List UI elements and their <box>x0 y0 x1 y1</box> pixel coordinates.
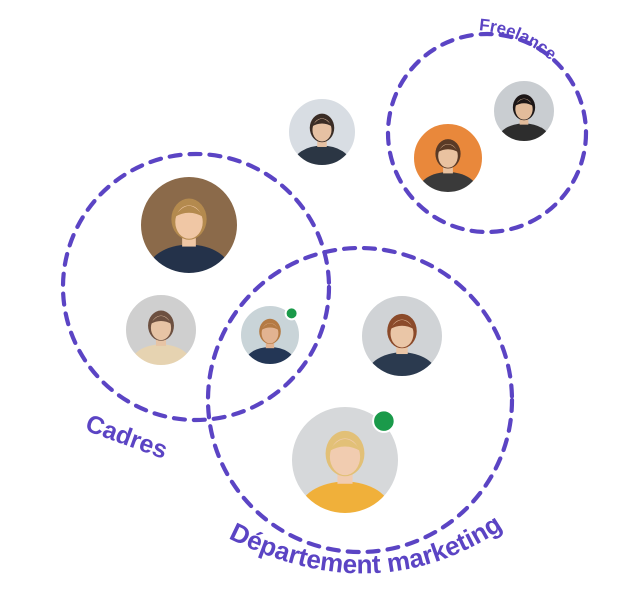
person-avatar-icon <box>291 406 399 514</box>
person-avatar-icon <box>240 305 300 365</box>
online-status-dot <box>372 409 396 433</box>
person-avatar-icon <box>361 295 443 377</box>
person-avatar-icon <box>493 80 555 142</box>
avatar-person-freelance-woman-orange[interactable] <box>412 122 484 211</box>
avatar-person-marketing-woman-red[interactable] <box>360 294 444 398</box>
avatar-person-bearded-man[interactable] <box>239 304 301 380</box>
avatar-person-freelance-woman-dark[interactable] <box>492 79 556 158</box>
group-ring-marketing <box>205 245 515 555</box>
avatar-person-blonde-woman[interactable] <box>290 405 400 541</box>
online-status-dot <box>284 306 299 321</box>
avatar-person-glasses-man[interactable] <box>139 175 239 299</box>
avatar-person-cadre-woman[interactable] <box>124 293 198 384</box>
group-label-cadres: Cadres <box>82 409 171 464</box>
person-avatar-icon <box>125 294 197 366</box>
person-avatar-icon <box>140 176 238 274</box>
avatar-person-suit-young-man[interactable] <box>287 97 357 183</box>
group-ring-cadres <box>60 151 332 423</box>
person-avatar-icon <box>288 98 356 166</box>
group-label-freelance: Freelance <box>473 13 564 65</box>
person-avatar-icon <box>413 123 483 193</box>
group-ring-freelance <box>385 31 589 235</box>
